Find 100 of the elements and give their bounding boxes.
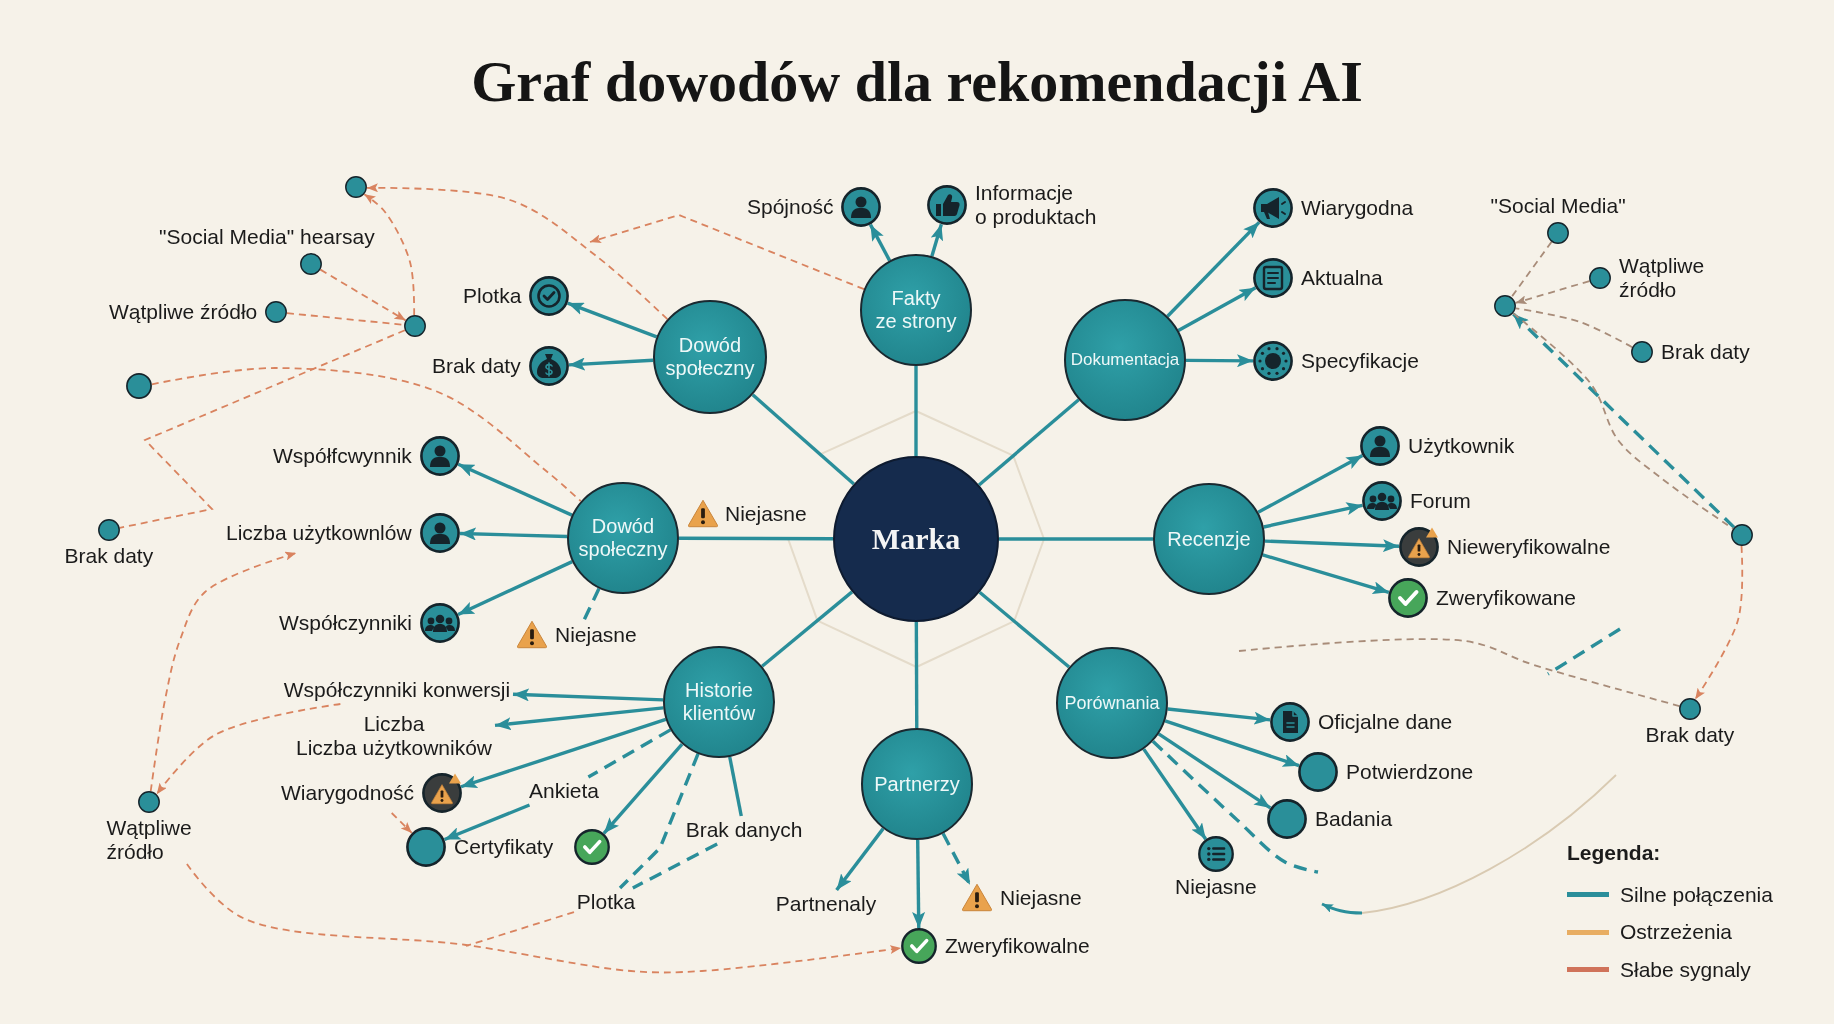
evidence-label: Aktualna	[1301, 266, 1383, 291]
arrow	[494, 706, 664, 731]
arrow	[1263, 502, 1363, 529]
connector-line	[761, 590, 854, 668]
arrow	[457, 462, 573, 517]
evidence-label: "Social Media" hearsay	[159, 225, 375, 250]
legend-label: Słabe sygnaly	[1620, 957, 1751, 982]
arrow	[512, 688, 664, 702]
legend-label: Silne połączenia	[1620, 882, 1773, 907]
dashed-line	[1514, 307, 1633, 349]
arrow	[835, 827, 885, 892]
arrow	[568, 357, 654, 371]
evidence-label: Nieweryfikowalne	[1447, 535, 1611, 560]
dashed-line	[151, 367, 582, 503]
arrow	[1157, 732, 1272, 810]
dashed-arrow	[1514, 280, 1591, 305]
legend-label: Ostrzeżenia	[1620, 920, 1733, 945]
evidence-label: Plotka	[463, 284, 522, 309]
dashed-arrow	[366, 183, 669, 321]
arrow	[1166, 221, 1261, 318]
evidence-label: Certyfikaty	[454, 835, 554, 860]
evidence-label: Spójność	[747, 195, 834, 220]
category-label: Dowód społeczny	[665, 334, 755, 380]
evidence-label: Specyfikacje	[1301, 349, 1419, 374]
evidence-label: Wątpliwe źródło	[1619, 254, 1705, 303]
dashed-arrow	[390, 812, 413, 834]
arrow	[1177, 286, 1257, 332]
evidence-label: Użytkownik	[1408, 434, 1515, 459]
evidence-label: Badania	[1315, 807, 1393, 832]
arrow	[567, 301, 658, 339]
evidence-label: Niejasne	[1000, 886, 1082, 911]
dashed-line	[1151, 740, 1319, 874]
evidence-label: Brak daty	[1661, 340, 1750, 365]
arrow	[1257, 454, 1364, 514]
arrow	[1186, 354, 1253, 368]
evidence-label: Forum	[1410, 489, 1471, 514]
evidence-label: Niejasne	[555, 623, 637, 648]
central-label: Marka	[871, 521, 961, 557]
evidence-label: Informacje o produktach	[975, 181, 1097, 230]
dashed-line	[465, 911, 575, 947]
dashed-arrow	[155, 703, 342, 796]
connector-line	[977, 398, 1080, 487]
category-label: Fakty ze strony	[875, 287, 957, 333]
connector-line	[978, 590, 1071, 669]
category-label: Partnerzy	[874, 772, 960, 796]
evidence-label: Zweryfikowalne	[945, 934, 1090, 959]
dashed-arrow	[363, 193, 416, 316]
evidence-label: Brak danych	[685, 818, 803, 843]
arrow	[1264, 539, 1400, 553]
arrow	[459, 527, 568, 541]
arrow	[602, 743, 684, 835]
connector-line	[914, 622, 919, 728]
evidence-label: Zweryfikowane	[1436, 586, 1577, 611]
arrow	[868, 223, 892, 262]
arrow	[1262, 553, 1390, 594]
evidence-label: Niejasne	[1175, 875, 1257, 900]
category-label: Porównania	[1064, 692, 1160, 714]
dashed-line	[1510, 241, 1553, 298]
dashed-line	[118, 329, 406, 529]
dashed-line	[587, 728, 672, 779]
note-label: Niejasne	[725, 502, 807, 527]
evidence-label: Współfcwynnik	[273, 444, 412, 469]
connector-line	[728, 756, 743, 817]
evidence-label: Potwierdzone	[1346, 760, 1474, 785]
connector-line	[914, 366, 918, 456]
arrow	[1164, 719, 1300, 768]
connector-line	[999, 537, 1153, 541]
arrow	[457, 560, 573, 617]
dashed-line	[618, 753, 700, 890]
dashed-line	[582, 587, 601, 621]
evidence-label: Ankieta	[529, 779, 600, 804]
dashed-arrow	[149, 551, 298, 793]
evidence-label: Brak daty	[64, 544, 154, 569]
evidence-label: Wątpliwe źródło	[106, 816, 192, 865]
evidence-label: "Social Media"	[1490, 194, 1626, 219]
evidence-label: Liczba użytkownlów	[226, 521, 412, 546]
evidence-label: Oficjalne dane	[1318, 710, 1453, 735]
diagram-title: Graf dowodów dla rekomendacji AI	[471, 50, 1363, 114]
arrow	[930, 223, 944, 257]
evidence-label: Liczba użytkowników	[295, 736, 493, 761]
dashed-arrow	[1694, 545, 1744, 701]
dashed-arrow	[589, 214, 865, 291]
arrow	[460, 717, 667, 789]
evidence-label: Wątpliwe źródło	[109, 300, 258, 325]
category-label: Historie klientów	[682, 679, 756, 725]
arrow	[1142, 748, 1208, 841]
evidence-label: Współczynniki	[279, 611, 413, 636]
dashed-arrow	[941, 832, 972, 886]
evidence-label: Brak daty	[432, 354, 521, 379]
dashed-line	[632, 842, 718, 890]
category-label: Dowód społeczny	[578, 515, 668, 561]
evidence-label: Współczynniki konwersji	[283, 678, 511, 703]
category-label: Recenzje	[1167, 527, 1251, 551]
evidence-label: Brak daty	[1645, 723, 1735, 748]
category-label: Dokumentacja	[1070, 350, 1180, 370]
arrow	[443, 803, 531, 842]
dashed-arrow	[186, 863, 902, 974]
dashed-line	[1238, 638, 1681, 707]
dashed-arrow	[319, 268, 407, 322]
arrow	[1167, 707, 1271, 725]
